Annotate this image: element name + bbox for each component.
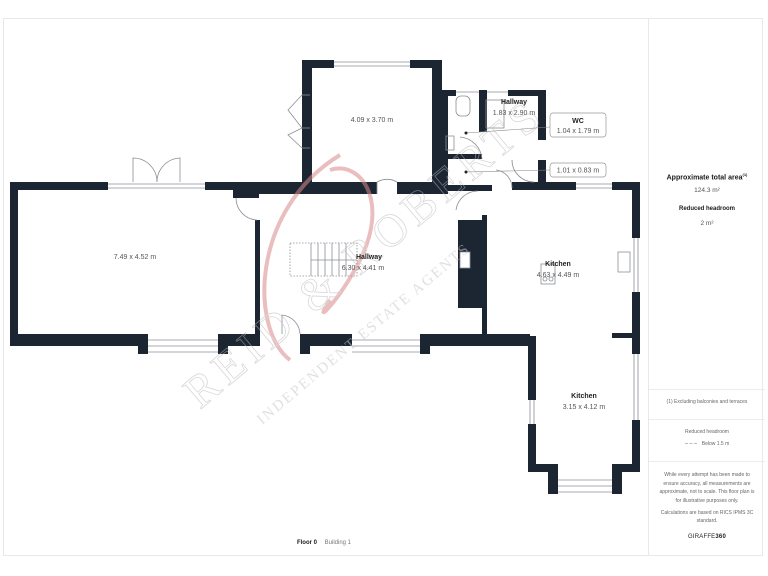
divider — [649, 461, 765, 462]
dashed-line-icon — [684, 443, 697, 445]
room-dims-kitchen-1: 4.63 x 4.49 m — [537, 272, 580, 279]
building-label: Building 1 — [324, 540, 352, 546]
page-frame — [3, 18, 763, 556]
reduced-headroom-title: Reduced headroom — [678, 206, 735, 212]
room-dims-hallway-small: 1.83 x 2.90 m — [493, 110, 536, 117]
disclaimer: While every attempt has been made to ens… — [659, 472, 755, 504]
reduced-headroom-value: 2 m² — [700, 220, 714, 227]
windows-doors — [108, 61, 639, 493]
brand-text: GIRAFFE — [687, 534, 716, 540]
room-name-kitchen-2: Kitchen — [571, 393, 597, 400]
brand-number: 360 — [715, 534, 727, 540]
room-name-kitchen-1: Kitchen — [545, 261, 571, 268]
floor-label: Floor 0 — [296, 540, 317, 546]
room-name-wc: WC — [572, 118, 584, 125]
info-panel: Approximate total area(1) 124.3 m² Reduc… — [648, 18, 765, 556]
callouts: WC 1.04 x 1.79 m 1.01 x 0.83 m — [464, 112, 607, 178]
svg-text:REID & ROBERTS: REID & ROBERTS — [174, 87, 555, 418]
room-dims-garden-room: 4.09 x 3.70 m — [351, 117, 394, 124]
room-dims-hallway-main: 6.30 x 4.41 m — [342, 265, 385, 272]
calculation-note: Calculations are based on RICS IPMS 3C s… — [660, 510, 754, 524]
room-labels: 7.49 x 4.52 m 4.09 x 3.70 m Hallway 6.30… — [114, 99, 606, 411]
area-title: Approximate total area(1) — [649, 172, 765, 181]
room-dims-kitchen-2: 3.15 x 4.12 m — [563, 404, 606, 411]
legend-title: Reduced headroom — [685, 429, 729, 435]
area-superscript: (1) — [742, 172, 748, 177]
room-dims-wc: 1.04 x 1.79 m — [557, 128, 600, 135]
divider — [649, 419, 765, 420]
room-dims-reception: 7.49 x 4.52 m — [114, 254, 157, 261]
legend-value: Below 1.5 m — [701, 441, 730, 447]
brand-logo: GIRAFFE360 — [649, 534, 765, 540]
area-value: 124.3 m² — [694, 187, 720, 194]
floor-caption: Floor 0 Building 1 — [0, 540, 648, 546]
walls — [10, 60, 640, 494]
room-dims-cupboard: 1.01 x 0.83 m — [557, 168, 600, 175]
area-title-text: Approximate total area — [666, 174, 743, 182]
room-name-hallway-main: Hallway — [356, 254, 382, 261]
divider — [649, 389, 765, 390]
room-name-hallway-small: Hallway — [501, 99, 527, 106]
area-footnote: (1) Excluding balconies and terraces — [666, 399, 748, 405]
legend-item: Below 1.5 m — [649, 441, 765, 447]
